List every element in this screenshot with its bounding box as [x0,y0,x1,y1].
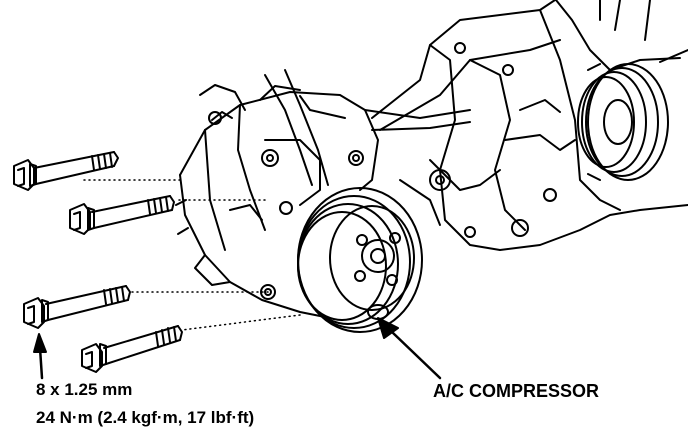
crankshaft-pulley [577,63,669,181]
bolt-3 [23,285,269,329]
bolt-2 [69,195,266,235]
bolt-4 [81,314,301,373]
engine-bracket [371,0,688,251]
compressor-leader-arrow [377,317,442,380]
ac-compressor-label: A/C COMPRESSOR [433,381,600,401]
bolt-1 [13,151,181,191]
compressor-body [175,84,379,319]
bolt-torque-spec: 24 N·m (2.4 kgf·m, 17 lbf·ft) [36,408,255,427]
compressor-clutch-pulley [297,187,423,333]
bolt-size-spec: 8 x 1.25 mm [36,380,133,399]
bolt-leader-arrow [33,333,47,380]
compressor-hoses [264,69,471,186]
